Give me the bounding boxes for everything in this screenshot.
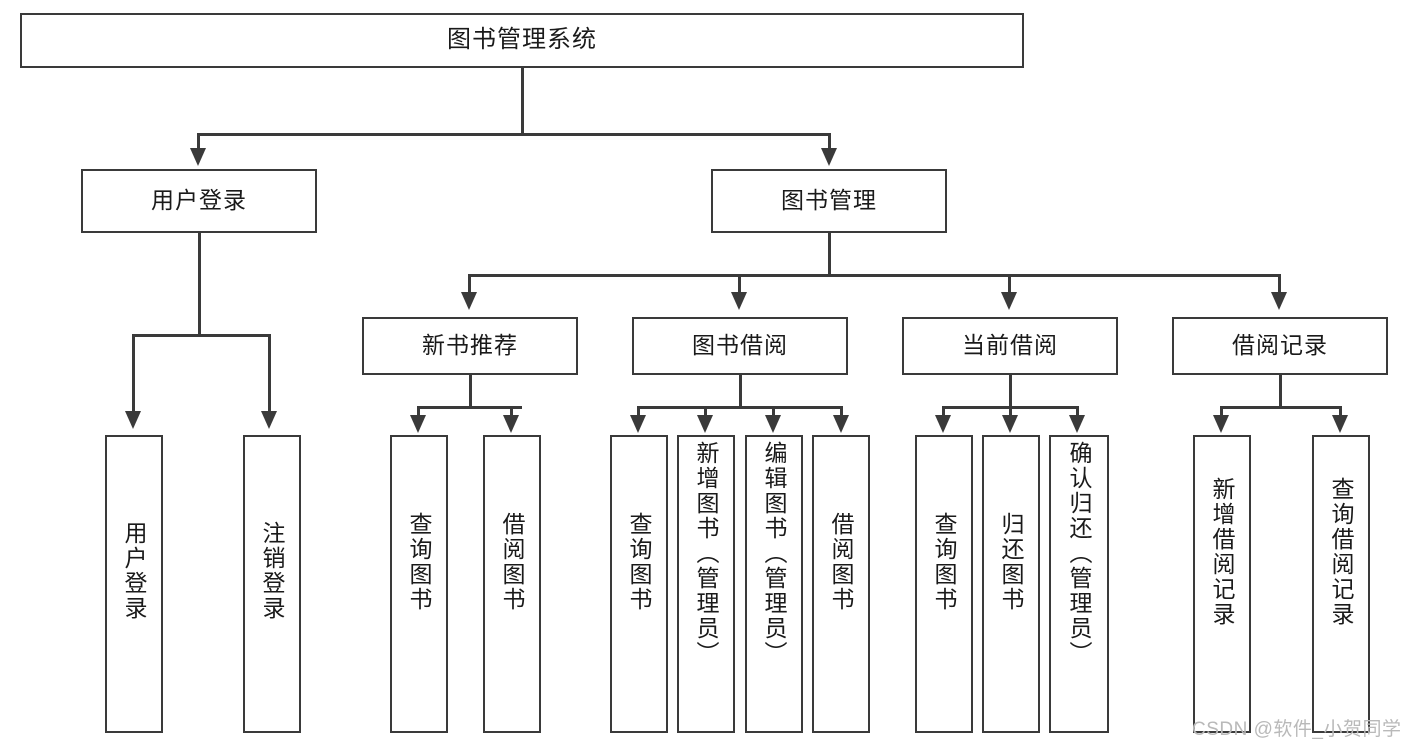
arrow-to-user-login	[190, 148, 206, 166]
connector-l3-drop-4	[1278, 274, 1281, 296]
leaf-query-book-current[interactable]: 查询图书	[915, 435, 973, 733]
leaf-add-borrow-record[interactable]: 新增借阅记录	[1193, 435, 1251, 733]
leaf-label: 归还图书	[998, 512, 1025, 612]
connector-current-borrow-drop-2	[1009, 406, 1012, 418]
node-root-book-management-system[interactable]: 图书管理系统	[20, 13, 1024, 68]
node-label: 图书管理	[781, 187, 877, 214]
connector-root-stem	[521, 68, 524, 134]
leaf-confirm-return-admin[interactable]: 确认归还（管理员）	[1049, 435, 1109, 733]
arrow-to-leaf-edit-book	[765, 415, 781, 433]
connector-borrow-record-bus	[1220, 406, 1341, 409]
leaf-return-book[interactable]: 归还图书	[982, 435, 1040, 733]
connector-book-borrow-drop-1	[637, 406, 640, 418]
connector-borrow-record-stem	[1279, 375, 1282, 408]
connector-book-borrow-drop-4	[840, 406, 843, 418]
node-book-manage[interactable]: 图书管理	[711, 169, 947, 233]
arrow-to-leaf-add-record	[1213, 415, 1229, 433]
arrow-to-new-book-recommend	[461, 292, 477, 310]
connector-new-book-bus	[417, 406, 522, 409]
arrow-to-leaf-query-book-2	[630, 415, 646, 433]
leaf-user-login[interactable]: 用户登录	[105, 435, 163, 733]
leaf-label: 新增借阅记录	[1209, 477, 1236, 627]
connector-new-book-drop-2	[510, 406, 513, 418]
arrow-to-leaf-query-record	[1332, 415, 1348, 433]
leaf-label: 编辑图书（管理员）	[761, 441, 788, 666]
leaf-borrow-book-recommend[interactable]: 借阅图书	[483, 435, 541, 733]
leaf-label: 注销登录	[259, 521, 286, 621]
arrow-to-leaf-query-book-1	[410, 415, 426, 433]
arrow-to-leaf-return-book	[1002, 415, 1018, 433]
connector-l3-drop-2	[738, 274, 741, 296]
connector-user-login-stem	[198, 233, 201, 336]
node-current-borrow[interactable]: 当前借阅	[902, 317, 1118, 375]
leaf-label: 借阅图书	[499, 512, 526, 612]
leaf-label: 查询图书	[406, 512, 433, 612]
connector-book-borrow-drop-2	[704, 406, 707, 418]
connector-new-book-stem	[469, 375, 472, 408]
connector-borrow-record-drop-1	[1220, 406, 1223, 418]
leaf-label: 用户登录	[121, 521, 148, 621]
connector-book-borrow-drop-3	[772, 406, 775, 418]
leaf-label: 新增图书（管理员）	[693, 441, 720, 666]
leaf-label: 确认归还（管理员）	[1066, 441, 1093, 666]
connector-user-login-drop-2	[268, 334, 271, 414]
arrow-to-leaf-add-book	[697, 415, 713, 433]
leaf-label: 查询图书	[626, 512, 653, 612]
connector-current-borrow-drop-3	[1076, 406, 1079, 418]
connector-root-drop-left	[197, 133, 200, 152]
leaf-edit-book-admin[interactable]: 编辑图书（管理员）	[745, 435, 803, 733]
leaf-label: 查询借阅记录	[1328, 477, 1355, 627]
node-new-book-recommend[interactable]: 新书推荐	[362, 317, 578, 375]
leaf-add-book-admin[interactable]: 新增图书（管理员）	[677, 435, 735, 733]
connector-l3-drop-1	[468, 274, 471, 296]
arrow-to-leaf-logout	[261, 411, 277, 429]
arrow-to-leaf-borrow-book-2	[833, 415, 849, 433]
arrow-to-borrow-record	[1271, 292, 1287, 310]
leaf-query-book-borrow[interactable]: 查询图书	[610, 435, 668, 733]
node-label: 当前借阅	[962, 332, 1058, 359]
node-label: 借阅记录	[1232, 332, 1328, 359]
arrow-to-leaf-query-book-3	[935, 415, 951, 433]
arrow-to-leaf-user-login	[125, 411, 141, 429]
connector-book-manage-stem	[828, 233, 831, 276]
node-book-borrow[interactable]: 图书借阅	[632, 317, 848, 375]
leaf-logout-login[interactable]: 注销登录	[243, 435, 301, 733]
arrow-to-leaf-confirm-return	[1069, 415, 1085, 433]
leaf-label: 查询图书	[931, 512, 958, 612]
node-label: 用户登录	[151, 187, 247, 214]
connector-root-bus	[197, 133, 831, 136]
leaf-query-book-recommend[interactable]: 查询图书	[390, 435, 448, 733]
leaf-query-borrow-record[interactable]: 查询借阅记录	[1312, 435, 1370, 733]
connector-book-borrow-stem	[739, 375, 742, 408]
arrow-to-current-borrow	[1001, 292, 1017, 310]
connector-book-manage-bus	[468, 274, 1280, 277]
connector-user-login-bus	[132, 334, 270, 337]
watermark-csdn: CSDN @软件_小贺同学	[1192, 719, 1402, 740]
node-borrow-record[interactable]: 借阅记录	[1172, 317, 1388, 375]
connector-current-borrow-drop-1	[942, 406, 945, 418]
connector-new-book-drop-1	[417, 406, 420, 418]
node-label: 图书管理系统	[447, 26, 597, 54]
node-user-login[interactable]: 用户登录	[81, 169, 317, 233]
leaf-label: 借阅图书	[828, 512, 855, 612]
arrow-to-leaf-borrow-book-1	[503, 415, 519, 433]
node-label: 新书推荐	[422, 332, 518, 359]
connector-user-login-drop-1	[132, 334, 135, 414]
arrow-to-book-manage	[821, 148, 837, 166]
connector-borrow-record-drop-2	[1339, 406, 1342, 418]
connector-current-borrow-stem	[1009, 375, 1012, 408]
connector-l3-drop-3	[1008, 274, 1011, 296]
node-label: 图书借阅	[692, 332, 788, 359]
connector-root-drop-right	[828, 133, 831, 152]
connector-book-borrow-bus	[637, 406, 843, 409]
leaf-borrow-book-borrow[interactable]: 借阅图书	[812, 435, 870, 733]
arrow-to-book-borrow	[731, 292, 747, 310]
